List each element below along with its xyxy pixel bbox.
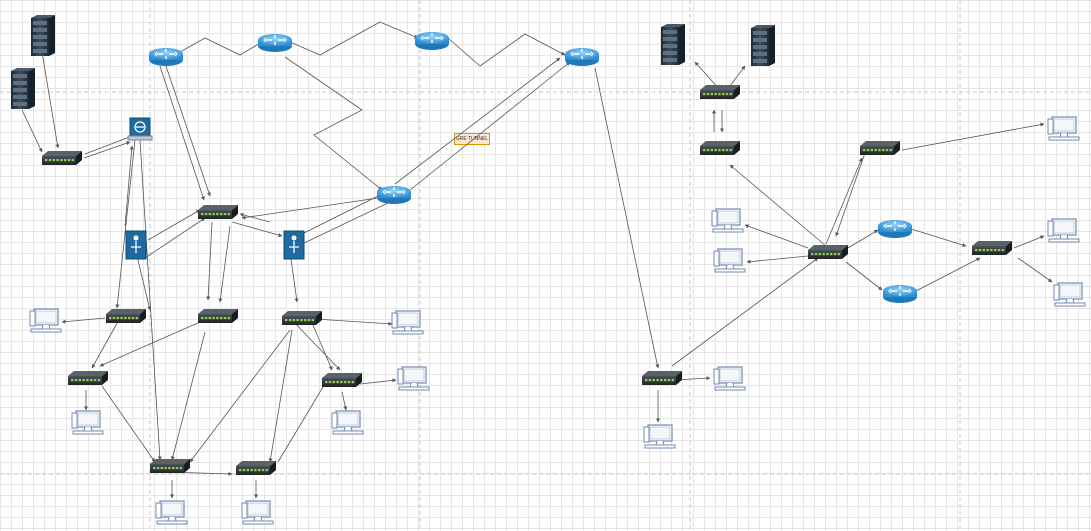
router-5[interactable]	[377, 186, 411, 204]
switch-6[interactable]	[68, 371, 108, 385]
pc-5[interactable]	[331, 410, 364, 435]
pc-10[interactable]	[711, 208, 744, 233]
router-4[interactable]	[565, 48, 599, 66]
switch-15[interactable]	[972, 241, 1012, 255]
switch-11[interactable]	[700, 85, 740, 99]
firewall-2[interactable]	[283, 230, 305, 260]
router-2[interactable]	[258, 34, 292, 52]
pc-8[interactable]	[713, 366, 746, 391]
pc-14[interactable]	[1053, 282, 1086, 307]
switch-8[interactable]	[150, 459, 190, 473]
server-4[interactable]	[751, 25, 775, 66]
switch-10[interactable]	[642, 371, 682, 385]
server-3[interactable]	[661, 24, 685, 65]
pc-6[interactable]	[155, 500, 188, 525]
pc-11[interactable]	[713, 248, 746, 273]
router-6[interactable]	[878, 220, 912, 238]
firewall-appliance-1[interactable]	[127, 117, 153, 141]
pc-3[interactable]	[391, 310, 424, 335]
pc-13[interactable]	[1047, 218, 1080, 243]
router-1[interactable]	[149, 48, 183, 66]
switch-1[interactable]	[42, 151, 82, 165]
gre-tunnel-label[interactable]: GRE TUNNEL	[454, 133, 490, 145]
switch-4[interactable]	[198, 309, 238, 323]
switch-14[interactable]	[808, 245, 848, 259]
switch-12[interactable]	[700, 141, 740, 155]
firewall-1[interactable]	[125, 230, 147, 260]
pc-7[interactable]	[241, 500, 274, 525]
switch-2[interactable]	[198, 205, 238, 219]
switch-5[interactable]	[282, 311, 322, 325]
nodes	[11, 15, 1086, 525]
switch-9[interactable]	[236, 461, 276, 475]
switch-13[interactable]	[860, 141, 900, 155]
pc-9[interactable]	[643, 424, 676, 449]
connections	[21, 21, 1053, 499]
pc-4[interactable]	[397, 366, 430, 391]
switch-3[interactable]	[106, 309, 146, 323]
pc-2[interactable]	[71, 410, 104, 435]
switch-7[interactable]	[322, 373, 362, 387]
server-1[interactable]	[31, 15, 55, 56]
router-7[interactable]	[883, 285, 917, 303]
pc-12[interactable]	[1047, 116, 1080, 141]
router-3[interactable]	[415, 32, 449, 50]
server-2[interactable]	[11, 68, 35, 109]
pc-1[interactable]	[29, 308, 62, 333]
